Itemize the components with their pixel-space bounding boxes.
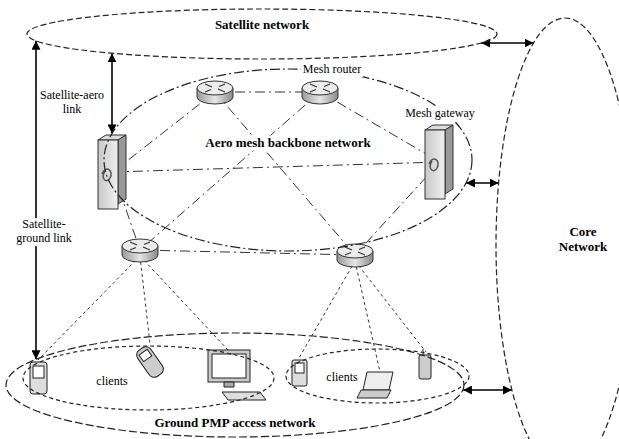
- client-group: clients: [22, 345, 275, 411]
- ellipse-outline: [22, 345, 275, 411]
- link-arrow: [35, 41, 37, 359]
- illustration-part: [113, 162, 440, 172]
- network-ellipse: Aero mesh backbone network: [103, 68, 473, 252]
- ellipse-outline: [6, 333, 464, 437]
- illustration-part: [113, 92, 215, 172]
- illustration-part: [357, 390, 391, 398]
- illustration-part: [224, 382, 234, 387]
- gateway-icon: [425, 125, 453, 199]
- link-label: Satellite-ground link: [7, 218, 81, 246]
- link-arrow: [481, 42, 533, 44]
- illustration-part: [320, 92, 440, 162]
- client-devices: [30, 344, 431, 400]
- router-icon: [122, 239, 158, 262]
- client-group: clients: [285, 348, 470, 404]
- ellipse-outline: [103, 68, 473, 252]
- part-label: Mesh router: [301, 63, 363, 77]
- illustration-part: [292, 360, 307, 386]
- link-label: Satellite-aero link: [38, 89, 106, 117]
- mesh-links: [113, 92, 440, 255]
- illustration-part: [215, 92, 355, 255]
- network-ellipse: Satellite network: [26, 8, 498, 60]
- illustration-part: [134, 344, 165, 379]
- illustration-part: [355, 261, 426, 352]
- link-arrow: [463, 389, 512, 391]
- node-title: Core Network: [551, 225, 615, 255]
- node-title: Satellite network: [213, 18, 311, 33]
- node-title: Aero mesh backbone network: [203, 136, 373, 151]
- illustration-part: [295, 363, 304, 373]
- router-icon: [197, 81, 233, 104]
- ellipse-outline: [285, 348, 470, 404]
- network-ellipse: Ground PMP access network clients clients: [5, 332, 465, 438]
- illustration-part: [212, 354, 246, 378]
- illustration-part: [140, 256, 228, 350]
- illustration-part: [134, 344, 165, 379]
- ellipse-outline: [23, 346, 274, 410]
- ellipse-outline: [496, 18, 619, 439]
- illustration-part: [419, 355, 431, 379]
- router-icon: [302, 81, 338, 104]
- ellipse-outline: [26, 8, 498, 60]
- illustration-part: [139, 349, 152, 361]
- illustration-part: [38, 256, 140, 360]
- node-title: clients: [324, 371, 359, 385]
- illustration-part: [30, 362, 47, 394]
- node-title: Ground PMP access network: [152, 416, 317, 431]
- illustration-part: [363, 372, 393, 390]
- ellipse-outline: [27, 9, 497, 59]
- illustration-part: [140, 92, 320, 250]
- ellipse-outline: [286, 349, 469, 403]
- gateway-icon: [98, 135, 126, 209]
- illustration-part: [140, 250, 355, 255]
- node-title: clients: [94, 375, 129, 389]
- illustration-part: [140, 256, 150, 344]
- illustration-part: [299, 261, 355, 358]
- ellipse-outline: [104, 69, 472, 251]
- illustration-part: [208, 350, 250, 382]
- part-label: Mesh gateway: [403, 107, 477, 121]
- illustration-part: [33, 366, 44, 378]
- link-arrow: [111, 53, 113, 133]
- link-arrow: [466, 182, 499, 184]
- network-ellipse: Core Network: [495, 17, 619, 439]
